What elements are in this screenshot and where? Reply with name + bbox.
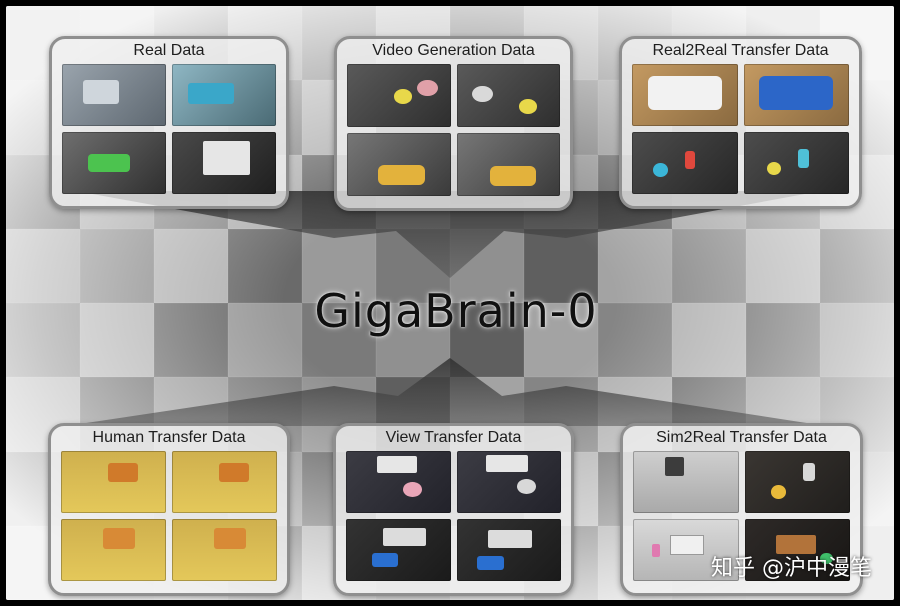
thumbnail-grid (633, 451, 850, 581)
thumbnail (61, 451, 166, 513)
panel-title: View Transfer Data (385, 429, 522, 446)
thumbnail (62, 64, 166, 126)
thumbnail-grid (61, 451, 277, 581)
panel-view-transfer-data: View Transfer Data (333, 423, 574, 596)
thumbnail (347, 64, 451, 127)
thumbnail (347, 133, 451, 196)
thumbnail (172, 64, 276, 126)
thumbnail (61, 519, 166, 581)
thumbnail (172, 132, 276, 194)
panel-title: Video Generation Data (372, 42, 535, 59)
thumbnail-grid (632, 64, 849, 194)
flow-arrows (66, 191, 826, 426)
thumbnail-grid (346, 451, 561, 581)
thumbnail (456, 519, 561, 581)
panel-real2real-transfer-data: Real2Real Transfer Data (619, 36, 862, 209)
thumbnail (632, 64, 738, 126)
panel-title: Sim2Real Transfer Data (656, 429, 827, 446)
thumbnail (172, 451, 277, 513)
thumbnail (633, 519, 739, 581)
main-title: GigaBrain-0 (314, 284, 598, 338)
down-arrow (76, 191, 821, 278)
thumbnail (632, 132, 738, 194)
thumbnail (346, 519, 451, 581)
panel-sim2real-transfer-data: Sim2Real Transfer Data (620, 423, 863, 596)
thumbnail (62, 132, 166, 194)
watermark: 知乎 @沪中漫笔 (711, 556, 872, 581)
panel-video-generation-data: Video Generation Data (334, 36, 573, 211)
figure-frame: Real Data Video Generation Data Real2Rea… (6, 6, 894, 600)
panel-title: Human Transfer Data (92, 429, 246, 446)
panel-real-data: Real Data (49, 36, 289, 209)
thumbnail (346, 451, 451, 513)
thumbnail (743, 64, 849, 126)
thumbnail (744, 451, 850, 513)
thumbnail (744, 519, 850, 581)
thumbnail (456, 451, 561, 513)
thumbnail (456, 64, 560, 127)
up-arrow (66, 358, 826, 426)
panel-human-transfer-data: Human Transfer Data (48, 423, 290, 596)
thumbnail (456, 133, 560, 196)
panel-title: Real2Real Transfer Data (652, 42, 829, 59)
thumbnail (743, 132, 849, 194)
panel-title: Real Data (133, 42, 205, 59)
thumbnail (633, 451, 739, 513)
thumbnail-grid (62, 64, 276, 194)
thumbnail-grid (347, 64, 560, 196)
thumbnail (172, 519, 277, 581)
